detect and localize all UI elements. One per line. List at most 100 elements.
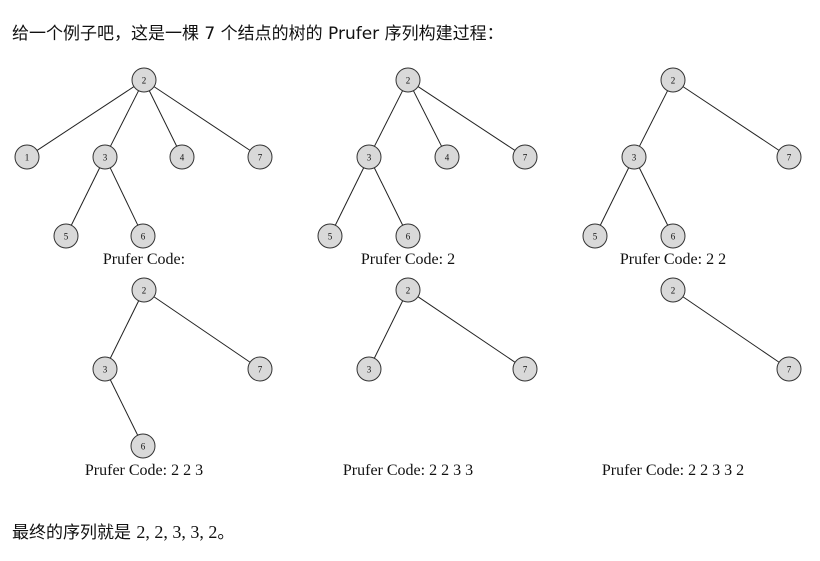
final-suffix: 。 xyxy=(217,523,235,543)
tree-node-3: 3 xyxy=(356,144,382,170)
edge-2-3 xyxy=(638,90,669,147)
node-circle xyxy=(14,144,40,170)
node-label: 7 xyxy=(787,153,792,163)
node-circle xyxy=(130,433,156,459)
node-label: 3 xyxy=(367,153,372,163)
tree-node-5: 5 xyxy=(53,223,79,249)
node-circle xyxy=(356,356,382,382)
node-circle xyxy=(395,223,421,249)
node-label: 4 xyxy=(180,153,185,163)
node-label: 5 xyxy=(64,232,69,242)
tree-node-2: 2 xyxy=(395,67,421,93)
edge-2-4 xyxy=(148,90,178,147)
node-circle xyxy=(247,356,273,382)
edge-3-6 xyxy=(109,167,139,226)
tree-node-3: 3 xyxy=(92,144,118,170)
node-label: 7 xyxy=(787,365,792,375)
edge-2-3 xyxy=(373,90,404,147)
edge-3-6 xyxy=(638,167,669,226)
node-circle xyxy=(169,144,195,170)
final-sequence: 2, 2, 3, 3, 2 xyxy=(136,522,218,542)
node-label: 3 xyxy=(367,365,372,375)
node-label: 7 xyxy=(258,365,263,375)
node-circle xyxy=(53,223,79,249)
edge-2-7 xyxy=(153,86,251,151)
node-label: 3 xyxy=(632,153,637,163)
node-label: 2 xyxy=(142,286,147,296)
edge-3-6 xyxy=(109,379,139,436)
edge-2-3 xyxy=(373,300,404,359)
node-circle xyxy=(582,223,608,249)
tree-node-7: 7 xyxy=(247,144,273,170)
edge-2-7 xyxy=(153,296,251,363)
tree-node-3: 3 xyxy=(621,144,647,170)
edge-2-7 xyxy=(417,86,516,151)
node-label: 4 xyxy=(445,153,450,163)
node-label: 5 xyxy=(593,232,598,242)
tree-node-7: 7 xyxy=(247,356,273,382)
edge-2-3 xyxy=(109,90,140,147)
prufer-code-label: Prufer Code: 2 2 3 xyxy=(85,462,203,479)
edge-2-7 xyxy=(417,296,516,363)
node-label: 2 xyxy=(406,76,411,86)
edge-2-1 xyxy=(36,86,135,151)
tree-node-3: 3 xyxy=(356,356,382,382)
node-label: 2 xyxy=(671,286,676,296)
tree-node-2: 2 xyxy=(395,277,421,303)
node-label: 7 xyxy=(523,153,528,163)
node-circle xyxy=(660,67,686,93)
prufer-code-label: Prufer Code: 2 2 3 3 xyxy=(343,462,473,479)
node-label: 2 xyxy=(671,76,676,86)
tree-node-6: 6 xyxy=(395,223,421,249)
node-circle xyxy=(247,144,273,170)
prufer-code-label: Prufer Code: 2 2 3 3 2 xyxy=(602,462,744,479)
node-label: 6 xyxy=(406,232,411,242)
edge-3-6 xyxy=(373,167,404,226)
node-label: 6 xyxy=(141,232,146,242)
tree-node-7: 7 xyxy=(512,144,538,170)
tree-node-6: 6 xyxy=(130,433,156,459)
node-circle xyxy=(356,144,382,170)
tree-node-7: 7 xyxy=(512,356,538,382)
intro-text: 给一个例子吧，这是一棵 7 个结点的树的 Prufer 序列构建过程： xyxy=(12,24,504,44)
prufer-code-label: Prufer Code: 2 xyxy=(361,251,455,268)
tree-node-3: 3 xyxy=(92,356,118,382)
node-circle xyxy=(92,356,118,382)
edge-2-3 xyxy=(109,300,140,359)
tree-node-2: 2 xyxy=(131,277,157,303)
edge-2-7 xyxy=(682,296,780,363)
node-circle xyxy=(395,277,421,303)
node-label: 7 xyxy=(258,153,263,163)
edge-3-5 xyxy=(334,167,365,226)
tree-node-6: 6 xyxy=(660,223,686,249)
tree-node-2: 2 xyxy=(131,67,157,93)
node-label: 6 xyxy=(141,442,146,452)
node-circle xyxy=(660,277,686,303)
tree-node-2: 2 xyxy=(660,67,686,93)
tree-node-5: 5 xyxy=(317,223,343,249)
tree-node-7: 7 xyxy=(776,144,802,170)
node-label: 1 xyxy=(25,153,30,163)
node-circle xyxy=(395,67,421,93)
node-circle xyxy=(776,356,802,382)
node-circle xyxy=(512,144,538,170)
node-circle xyxy=(131,277,157,303)
node-label: 2 xyxy=(142,76,147,86)
final-sequence-line: 最终的序列就是 2, 2, 3, 3, 2。 xyxy=(12,518,234,543)
prufer-code-label: Prufer Code: 2 2 xyxy=(620,251,726,268)
tree-node-4: 4 xyxy=(169,144,195,170)
node-label: 2 xyxy=(406,286,411,296)
prufer-code-label: Prufer Code: xyxy=(103,251,185,268)
node-circle xyxy=(131,67,157,93)
edge-2-7 xyxy=(682,86,780,151)
node-circle xyxy=(130,223,156,249)
edge-3-5 xyxy=(599,167,630,226)
tree-node-5: 5 xyxy=(582,223,608,249)
node-label: 3 xyxy=(103,153,108,163)
